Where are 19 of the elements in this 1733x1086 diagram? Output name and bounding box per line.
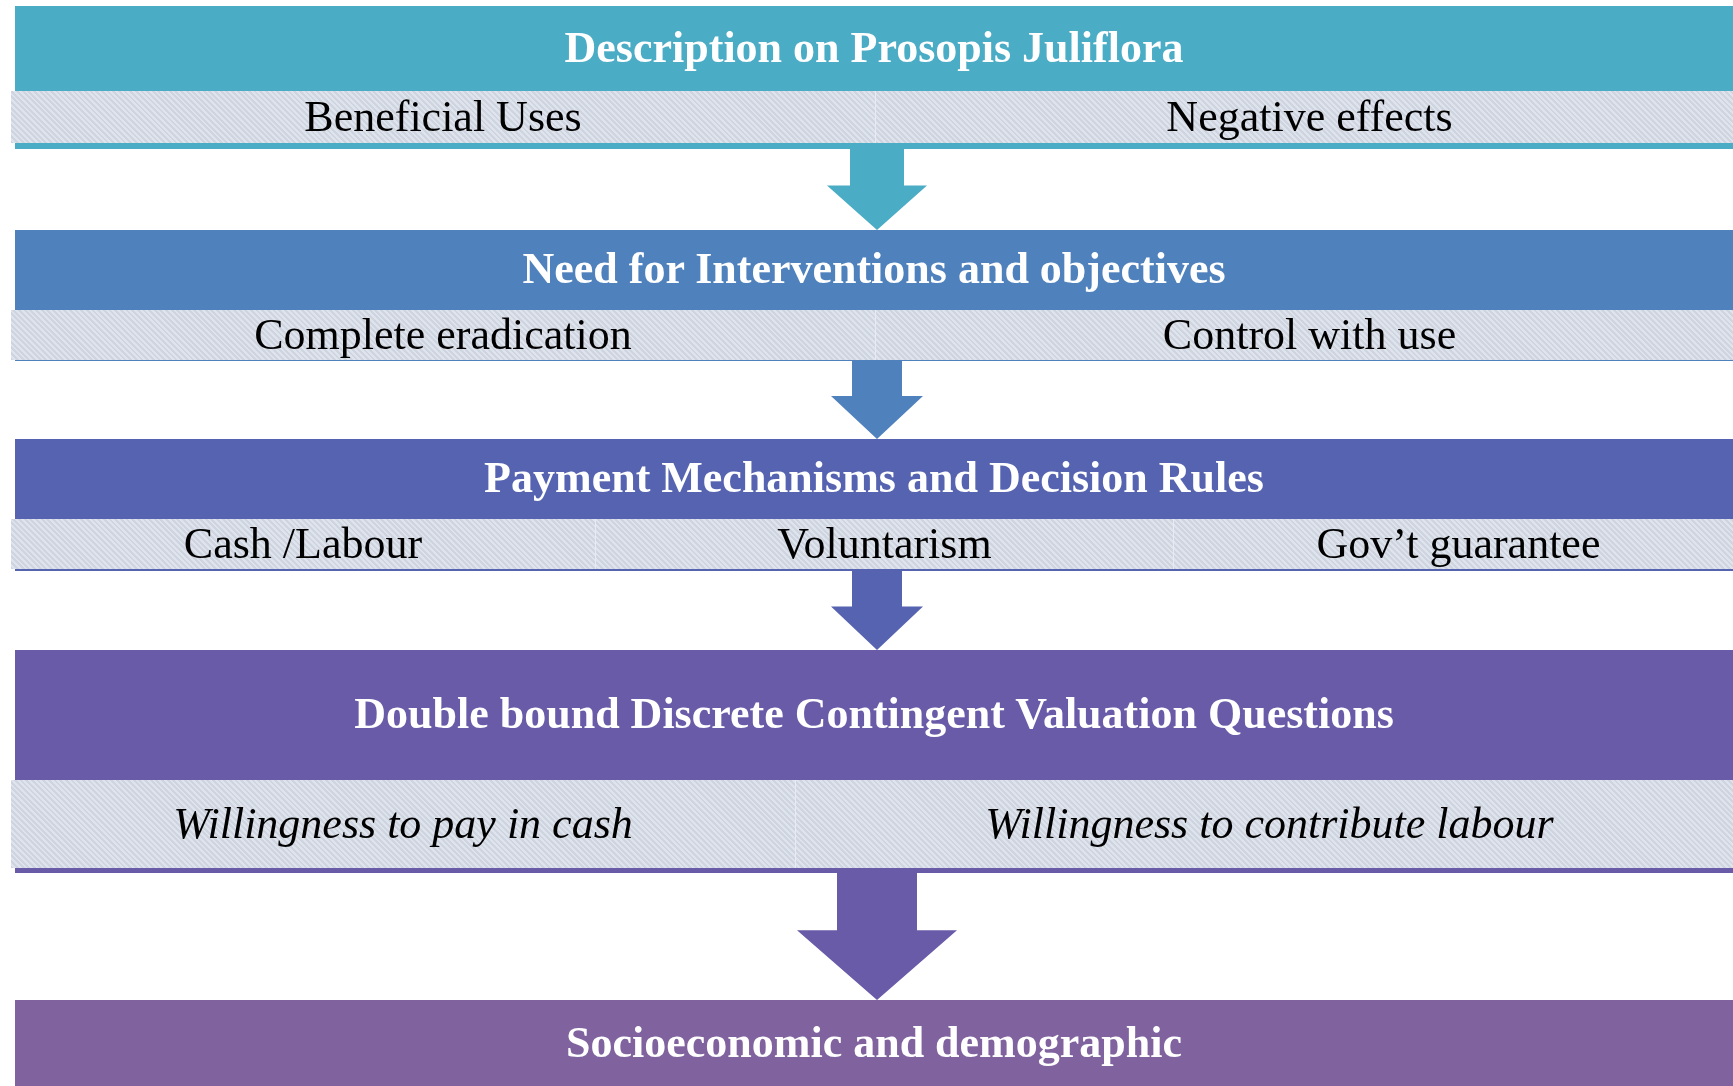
block-arrow	[831, 361, 923, 439]
block-arrow	[827, 149, 927, 230]
band-heading: Payment Mechanisms and Decision Rules	[484, 456, 1264, 500]
strip-cell: Willingness to pay in cash	[11, 780, 796, 868]
band-heading: Socioeconomic and demographic	[566, 1021, 1182, 1065]
strip-cell: Complete eradication	[11, 310, 876, 360]
strip-cell: Negative effects	[876, 91, 1733, 143]
strip-cell: Voluntarism	[596, 519, 1174, 569]
strip-cell: Cash /Labour	[11, 519, 596, 569]
strip-cell: Control with use	[876, 310, 1733, 360]
strip-cell: Gov’t guarantee	[1174, 519, 1733, 569]
strip-cell: Beneficial Uses	[11, 91, 876, 143]
band-panel	[15, 1000, 1733, 1086]
strip-cell: Willingness to contribute labour	[796, 780, 1733, 868]
band-heading: Need for Interventions and objectives	[522, 247, 1226, 291]
block-arrow	[797, 873, 957, 1000]
band-heading: Double bound Discrete Contingent Valuation Questions	[354, 692, 1394, 736]
block-arrow	[831, 571, 923, 650]
band-heading: Description on Prosopis Juliflora	[564, 26, 1184, 70]
